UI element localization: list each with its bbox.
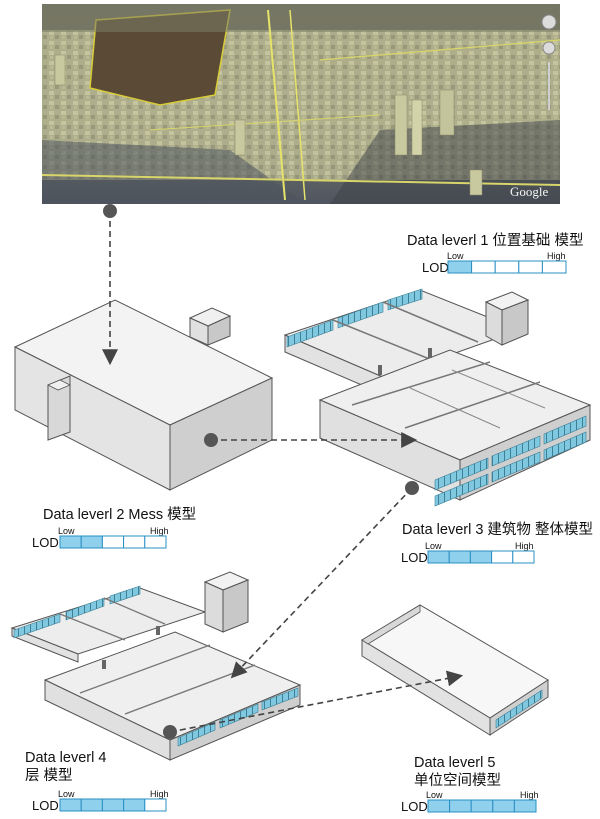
label-level5: Data leverl 5 单位空间模型 Low High LOD (401, 755, 539, 814)
level4-low-label: Low (58, 789, 75, 799)
lod-segment (471, 260, 496, 274)
lod-segment (541, 260, 567, 274)
arrow-start-dot (163, 725, 177, 739)
aerial-city-image: Google (41, 4, 561, 204)
label-level2: Data leverl 2 Mess 模型 Low High LOD (32, 506, 196, 550)
unit-space-model (361, 604, 549, 736)
lod-segment (427, 550, 450, 564)
level3-title: Data leverl 3 建筑物 整体模型 (402, 521, 593, 538)
lod-segment (59, 798, 82, 812)
level1-high-label: High (547, 251, 566, 261)
flow-arrows (102, 204, 464, 739)
level1-lod-label: LOD (422, 260, 449, 275)
lod-segment (123, 535, 146, 549)
lod-segment (448, 550, 471, 564)
level5-title-line2: 单位空间模型 (414, 772, 501, 789)
lod-segment (59, 535, 82, 549)
level4-title-line1: Data leverl 4 (25, 750, 106, 766)
mess-model (13, 299, 274, 491)
level2-title: Data leverl 2 Mess 模型 (43, 506, 196, 523)
lod-segment (447, 260, 473, 274)
level4-lod-label: LOD (32, 798, 59, 813)
lod-segment (512, 550, 535, 564)
lod-segment (470, 799, 494, 813)
arrow-building-to-floor (230, 487, 413, 679)
level2-lod-label: LOD (32, 535, 59, 550)
level4-high-label: High (150, 789, 169, 799)
lod-segment (469, 550, 493, 564)
level1-low-label: Low (447, 251, 464, 261)
arrow-start-dot (405, 481, 419, 495)
lod-segment (492, 799, 515, 813)
level3-lod-bar (427, 550, 535, 564)
lod-segment (101, 535, 125, 549)
level2-high-label: High (150, 526, 169, 536)
level5-lod-label: LOD (401, 799, 428, 814)
pan-control-icon[interactable] (542, 41, 556, 55)
arrow-start-dot (103, 204, 117, 218)
lod-segment (449, 799, 472, 813)
level5-low-label: Low (426, 790, 443, 800)
arrow-start-dot (204, 433, 218, 447)
lod-segment (494, 260, 520, 274)
level3-low-label: Low (425, 541, 442, 551)
lod-segment (491, 550, 514, 564)
level1-lod-bar (447, 260, 567, 274)
lod-segment (427, 799, 451, 813)
lod-segment (518, 260, 543, 274)
level5-high-label: High (520, 790, 539, 800)
google-watermark: Google (510, 184, 549, 199)
level3-lod-label: LOD (401, 550, 428, 565)
lod-segment (80, 535, 103, 549)
lod-segment (123, 798, 146, 812)
level4-lod-bar (59, 798, 167, 812)
building-model (283, 288, 592, 507)
label-level3: Data leverl 3 建筑物 整体模型 Low High LOD (401, 521, 593, 565)
label-level1: Data leverl 1 位置基础 模型 Low High LOD (407, 232, 583, 275)
level5-title-line1: Data leverl 5 (414, 755, 495, 771)
floor-model (10, 571, 302, 761)
lod-segment (101, 798, 125, 812)
level2-low-label: Low (58, 526, 75, 536)
lod-segment (144, 798, 167, 812)
level4-title-line2: 层 模型 (25, 767, 73, 784)
compass-icon[interactable] (541, 14, 557, 30)
level5-lod-bar (427, 799, 537, 813)
level2-lod-bar (59, 535, 167, 549)
lod-segment (513, 799, 537, 813)
level1-title: Data leverl 1 位置基础 模型 (407, 232, 583, 249)
lod-segment (80, 798, 103, 812)
lod-segment (144, 535, 167, 549)
level3-high-label: High (515, 541, 534, 551)
label-level4: Data leverl 4 层 模型 Low High LOD (25, 750, 169, 813)
